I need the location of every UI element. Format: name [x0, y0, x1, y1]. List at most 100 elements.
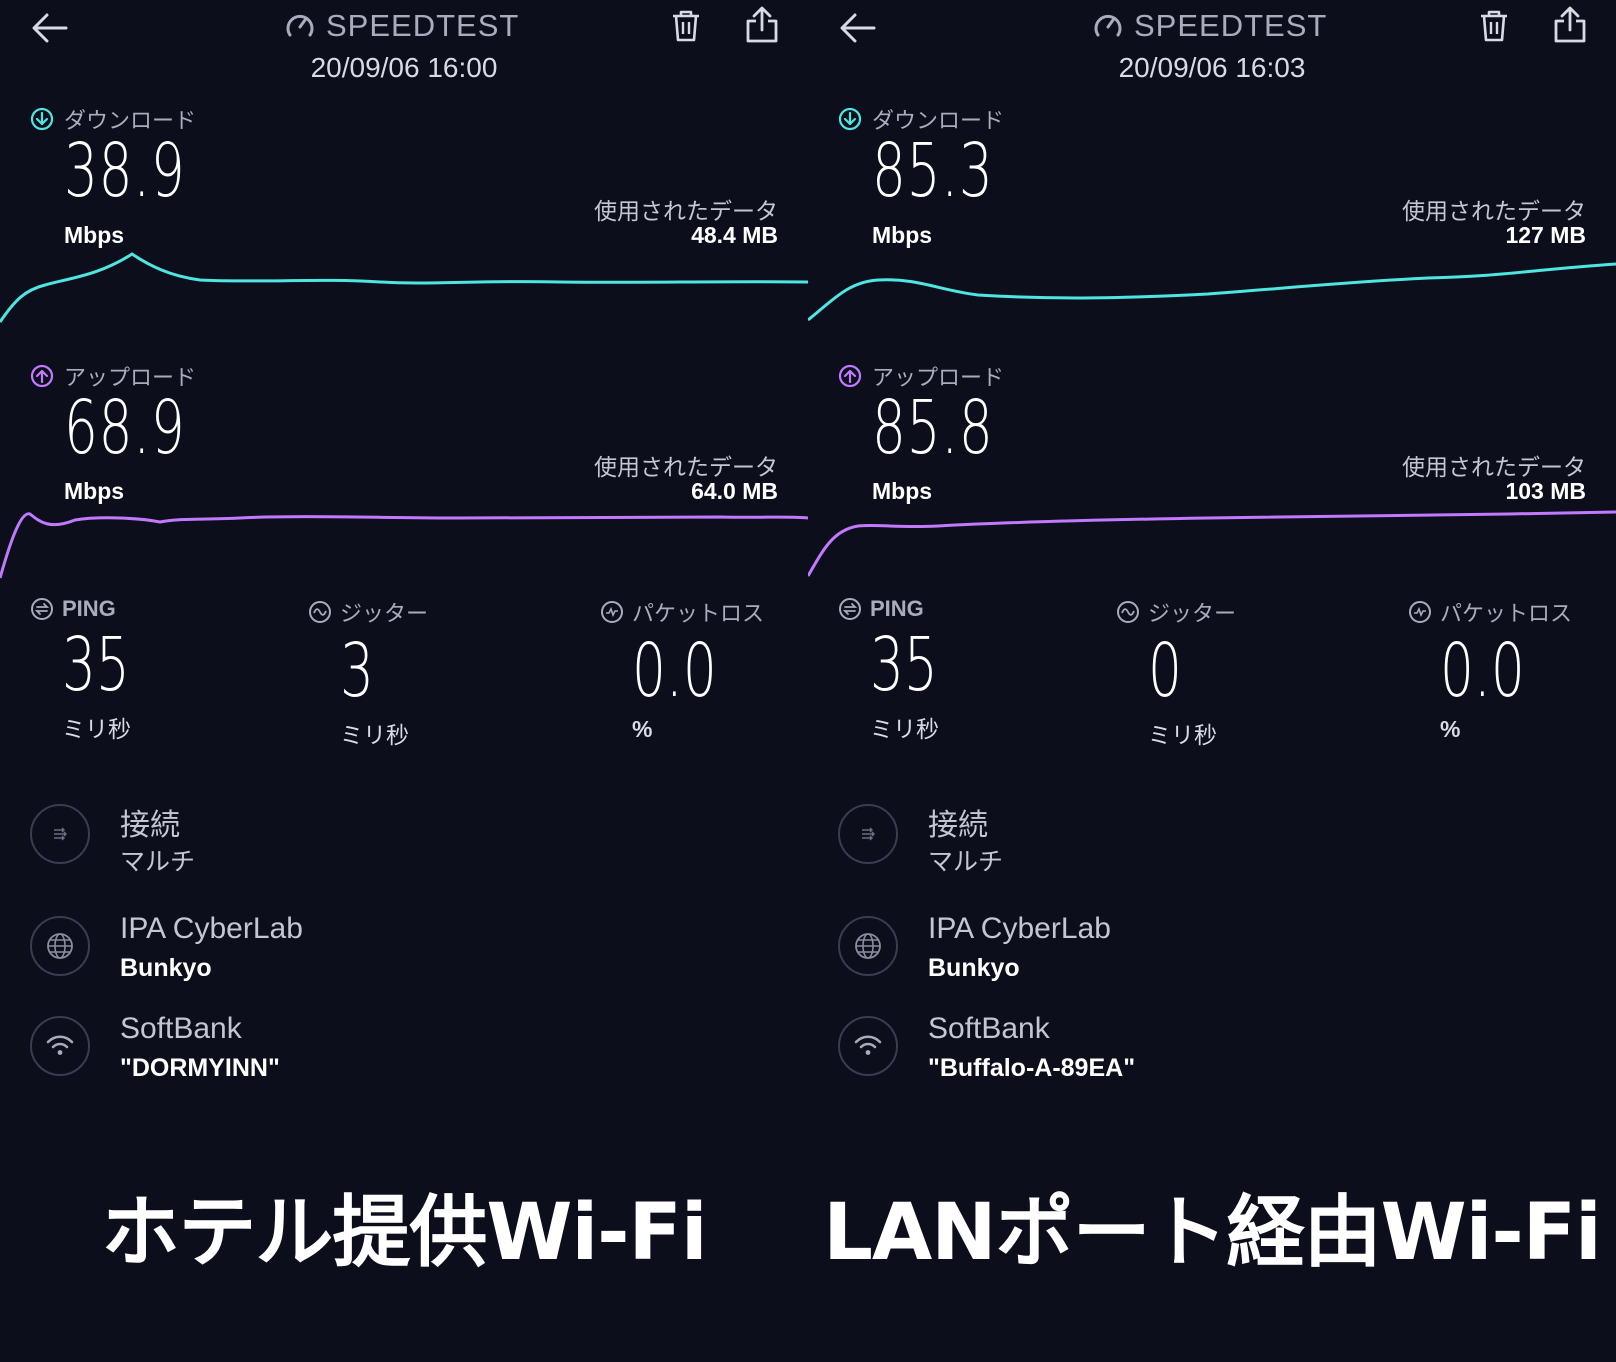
speedometer-icon: [286, 14, 314, 37]
upload-label-text: アップロード: [64, 366, 197, 391]
download-graph: [0, 252, 808, 323]
upload-graph: [0, 512, 808, 579]
ping-label-text: PING: [870, 596, 924, 621]
server-location: Bunkyo: [120, 954, 212, 982]
download-label: ダウンロード: [30, 103, 196, 135]
ping-icon: [31, 598, 53, 620]
upload-label: アップロード: [838, 360, 1004, 392]
connection-type: マルチ: [928, 848, 1004, 876]
connection-icon-wrap: [838, 804, 898, 864]
packet-loss-icon: [1409, 601, 1431, 623]
test-timestamp: 20/09/06 16:00: [310, 52, 498, 83]
packet-loss-label: パケットロス: [1408, 596, 1572, 628]
ping-stat: PING 35 ミリ秒: [30, 596, 156, 744]
ping-unit: ミリ秒: [870, 717, 939, 743]
share-button[interactable]: [1548, 2, 1592, 48]
download-graph-line: [808, 262, 1616, 322]
back-button[interactable]: [836, 6, 880, 50]
panel-caption: ホテル提供Wi-Fi: [101, 1188, 707, 1278]
download-arrow-icon: [30, 107, 54, 131]
connection-type: マルチ: [120, 848, 196, 876]
jitter-value: 0: [1148, 628, 1182, 714]
upload-speed-value: 85.8: [872, 385, 994, 471]
upload-graph-line: [0, 512, 808, 579]
speedtest-brand: SPEEDTEST: [284, 6, 519, 46]
top-bar: SPEEDTEST 20/09/06 16:00: [0, 0, 808, 100]
download-label-text: ダウンロード: [64, 109, 197, 134]
brand-title: SPEEDTEST: [326, 8, 520, 43]
jitter-label: ジッター: [308, 596, 428, 628]
ping-label-text: PING: [62, 596, 116, 621]
multi-connection-icon: [862, 827, 875, 841]
result-panel-hotel: SPEEDTEST 20/09/06 16:00 ダウンロード 38.9 Mbp…: [0, 0, 808, 1278]
test-timestamp: 20/09/06 16:03: [1118, 52, 1306, 83]
packet-loss-value: 0.0: [632, 628, 717, 714]
speedometer-icon: [1094, 14, 1122, 37]
jitter-icon: [309, 601, 331, 623]
delete-button[interactable]: [664, 4, 708, 48]
packet-loss-label: パケットロス: [600, 596, 764, 628]
download-data-used-value: 48.4 MB: [691, 222, 778, 248]
upload-graph-line: [808, 510, 1616, 577]
network-ssid: "Buffalo-A-89EA": [928, 1054, 1136, 1082]
connection-label: 接続: [928, 809, 988, 842]
packet-loss-value: 0.0: [1440, 628, 1525, 714]
upload-label-text: アップロード: [872, 366, 1005, 391]
jitter-label: ジッター: [1116, 596, 1236, 628]
upload-speed-value: 68.9: [64, 385, 186, 471]
jitter-icon: [1117, 601, 1139, 623]
share-button[interactable]: [740, 2, 784, 48]
download-data-used-value: 127 MB: [1505, 222, 1586, 248]
share-icon: [746, 6, 778, 43]
provider-name: SoftBank: [928, 1012, 1050, 1045]
back-button[interactable]: [28, 6, 72, 50]
packet-loss-unit: %: [1440, 716, 1461, 742]
upload-data-used-label: 使用されたデータ: [594, 455, 778, 481]
top-bar: SPEEDTEST 20/09/06 16:03: [808, 0, 1616, 100]
packet-loss-icon: [601, 601, 623, 623]
download-unit: Mbps: [872, 222, 933, 248]
download-speed-value: 38.9: [64, 128, 186, 214]
upload-arrow-icon: [30, 364, 54, 388]
arrow-left-icon: [32, 13, 68, 43]
jitter-label-text: ジッター: [1148, 602, 1237, 627]
server-icon-wrap: [838, 916, 898, 976]
wifi-icon: [854, 1035, 882, 1055]
packet-loss-label-text: パケットロス: [1440, 602, 1573, 627]
trash-icon: [673, 10, 699, 42]
ping-stat: PING 35 ミリ秒: [838, 596, 964, 744]
ping-value: 35: [870, 622, 938, 708]
jitter-stat: ジッター 0 ミリ秒: [1116, 596, 1236, 750]
jitter-unit: ミリ秒: [1148, 723, 1217, 749]
download-arrow-icon: [838, 107, 862, 131]
share-icon: [1554, 6, 1586, 43]
download-data-used-label: 使用されたデータ: [1402, 199, 1586, 225]
server-name: IPA CyberLab: [928, 912, 1111, 945]
ping-icon: [839, 598, 861, 620]
ping-label: PING: [30, 596, 156, 622]
upload-unit: Mbps: [64, 478, 125, 504]
upload-arrow-icon: [838, 364, 862, 388]
ping-label: PING: [838, 596, 964, 622]
download-unit: Mbps: [64, 222, 125, 248]
upload-graph: [808, 510, 1616, 577]
packet-loss-stat: パケットロス 0.0 %: [600, 596, 764, 743]
wifi-icon: [46, 1035, 74, 1055]
jitter-value: 3: [340, 628, 374, 714]
network-icon-wrap: [30, 1016, 90, 1076]
multi-connection-icon: [54, 827, 67, 841]
upload-data-used-label: 使用されたデータ: [1402, 455, 1586, 481]
ping-value: 35: [62, 622, 130, 708]
panel-caption: LANポート経由Wi-Fi: [823, 1188, 1602, 1278]
connection-label: 接続: [120, 809, 180, 842]
ping-unit: ミリ秒: [62, 717, 131, 743]
upload-unit: Mbps: [872, 478, 933, 504]
speedtest-brand: SPEEDTEST: [1092, 6, 1327, 46]
network-ssid: "DORMYINN": [120, 1054, 280, 1082]
download-label: ダウンロード: [838, 103, 1004, 135]
delete-button[interactable]: [1472, 4, 1516, 48]
download-graph-line: [0, 252, 808, 323]
upload-data-used-value: 64.0 MB: [691, 478, 778, 504]
trash-icon: [1481, 10, 1507, 42]
result-panel-lan: SPEEDTEST 20/09/06 16:03 ダウンロード 85.3 Mbp…: [808, 0, 1616, 1362]
